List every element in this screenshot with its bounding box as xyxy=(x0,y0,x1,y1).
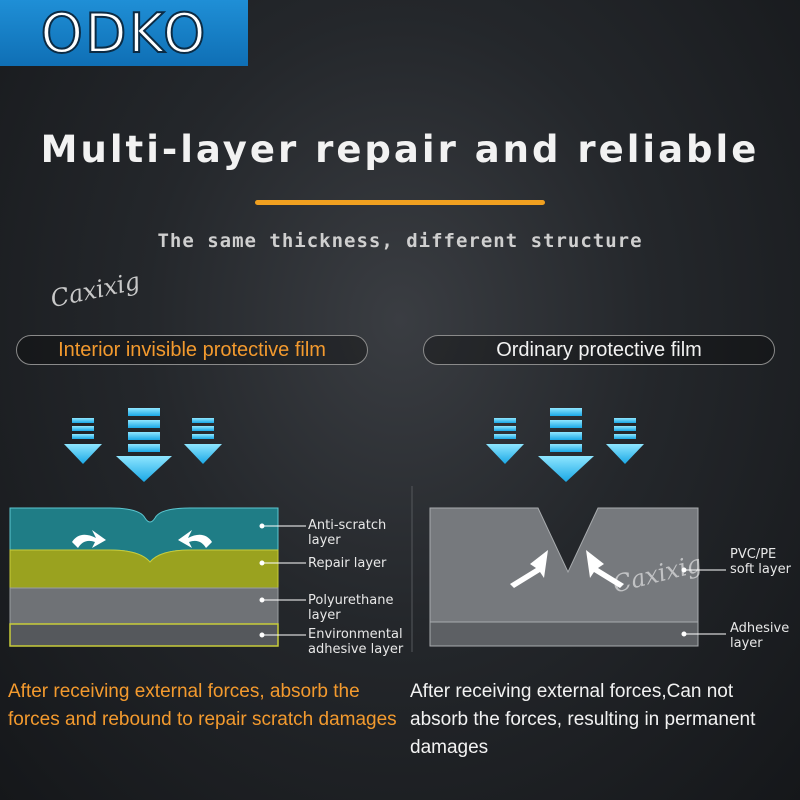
page-title: Multi-layer repair and reliable xyxy=(40,128,760,171)
interior-film-description: After receiving external forces, absorb … xyxy=(8,681,397,730)
label-pvc-pe-soft-layer: PVC/PE soft layer xyxy=(730,547,791,577)
polyurethane-layer-shape xyxy=(9,587,279,625)
label-repair-layer: Repair layer xyxy=(308,556,387,571)
watermark-text: Caxixig xyxy=(48,266,143,314)
label-polyurethane-layer: Polyurethane layer xyxy=(308,593,394,623)
adhesive-layer-shape xyxy=(9,623,279,647)
curl-arrow-icon xyxy=(178,530,212,548)
logo-text: ODKO xyxy=(39,1,208,66)
interior-leader-lines xyxy=(259,523,306,638)
label-adhesive-layer: Adhesive layer xyxy=(730,621,790,651)
ordinary-film-description: After receiving external forces,Can not … xyxy=(410,681,756,758)
label-anti-scratch-layer: Anti-scratch layer xyxy=(308,518,387,548)
ordinary-leader-lines xyxy=(681,567,726,637)
impact-arrow-icon xyxy=(586,550,624,588)
layer-diagram xyxy=(9,408,726,652)
ordinary-film-stack xyxy=(429,507,699,647)
force-arrow-icon xyxy=(116,408,172,482)
pill-interior-film-label: Interior invisible protective film xyxy=(58,338,326,361)
force-arrow-icon xyxy=(606,418,644,464)
impact-arrow-icon xyxy=(510,550,548,588)
label-environmental-adhesive-layer: Environmental adhesive layer xyxy=(308,627,404,657)
force-arrow-icon xyxy=(538,408,594,482)
ordinary-adhesive-layer-shape xyxy=(429,621,699,647)
title-underline xyxy=(255,200,545,205)
page-subtitle: The same thickness, different structure xyxy=(157,230,643,252)
pill-ordinary-film-label: Ordinary protective film xyxy=(496,338,702,361)
force-arrow-icon xyxy=(486,418,524,464)
force-arrow-icon xyxy=(64,418,102,464)
right-force-arrows xyxy=(486,408,644,482)
watermark-top: Caxixig xyxy=(48,267,142,313)
pill-ordinary-film: Ordinary protective film xyxy=(423,335,775,365)
repair-layer-shape xyxy=(9,549,279,589)
curl-arrow-icon xyxy=(72,530,106,548)
left-force-arrows xyxy=(64,408,222,482)
pill-interior-film: Interior invisible protective film xyxy=(16,335,368,365)
force-arrow-icon xyxy=(184,418,222,464)
brand-logo: ODKO xyxy=(0,0,248,66)
interior-film-stack xyxy=(9,507,279,647)
